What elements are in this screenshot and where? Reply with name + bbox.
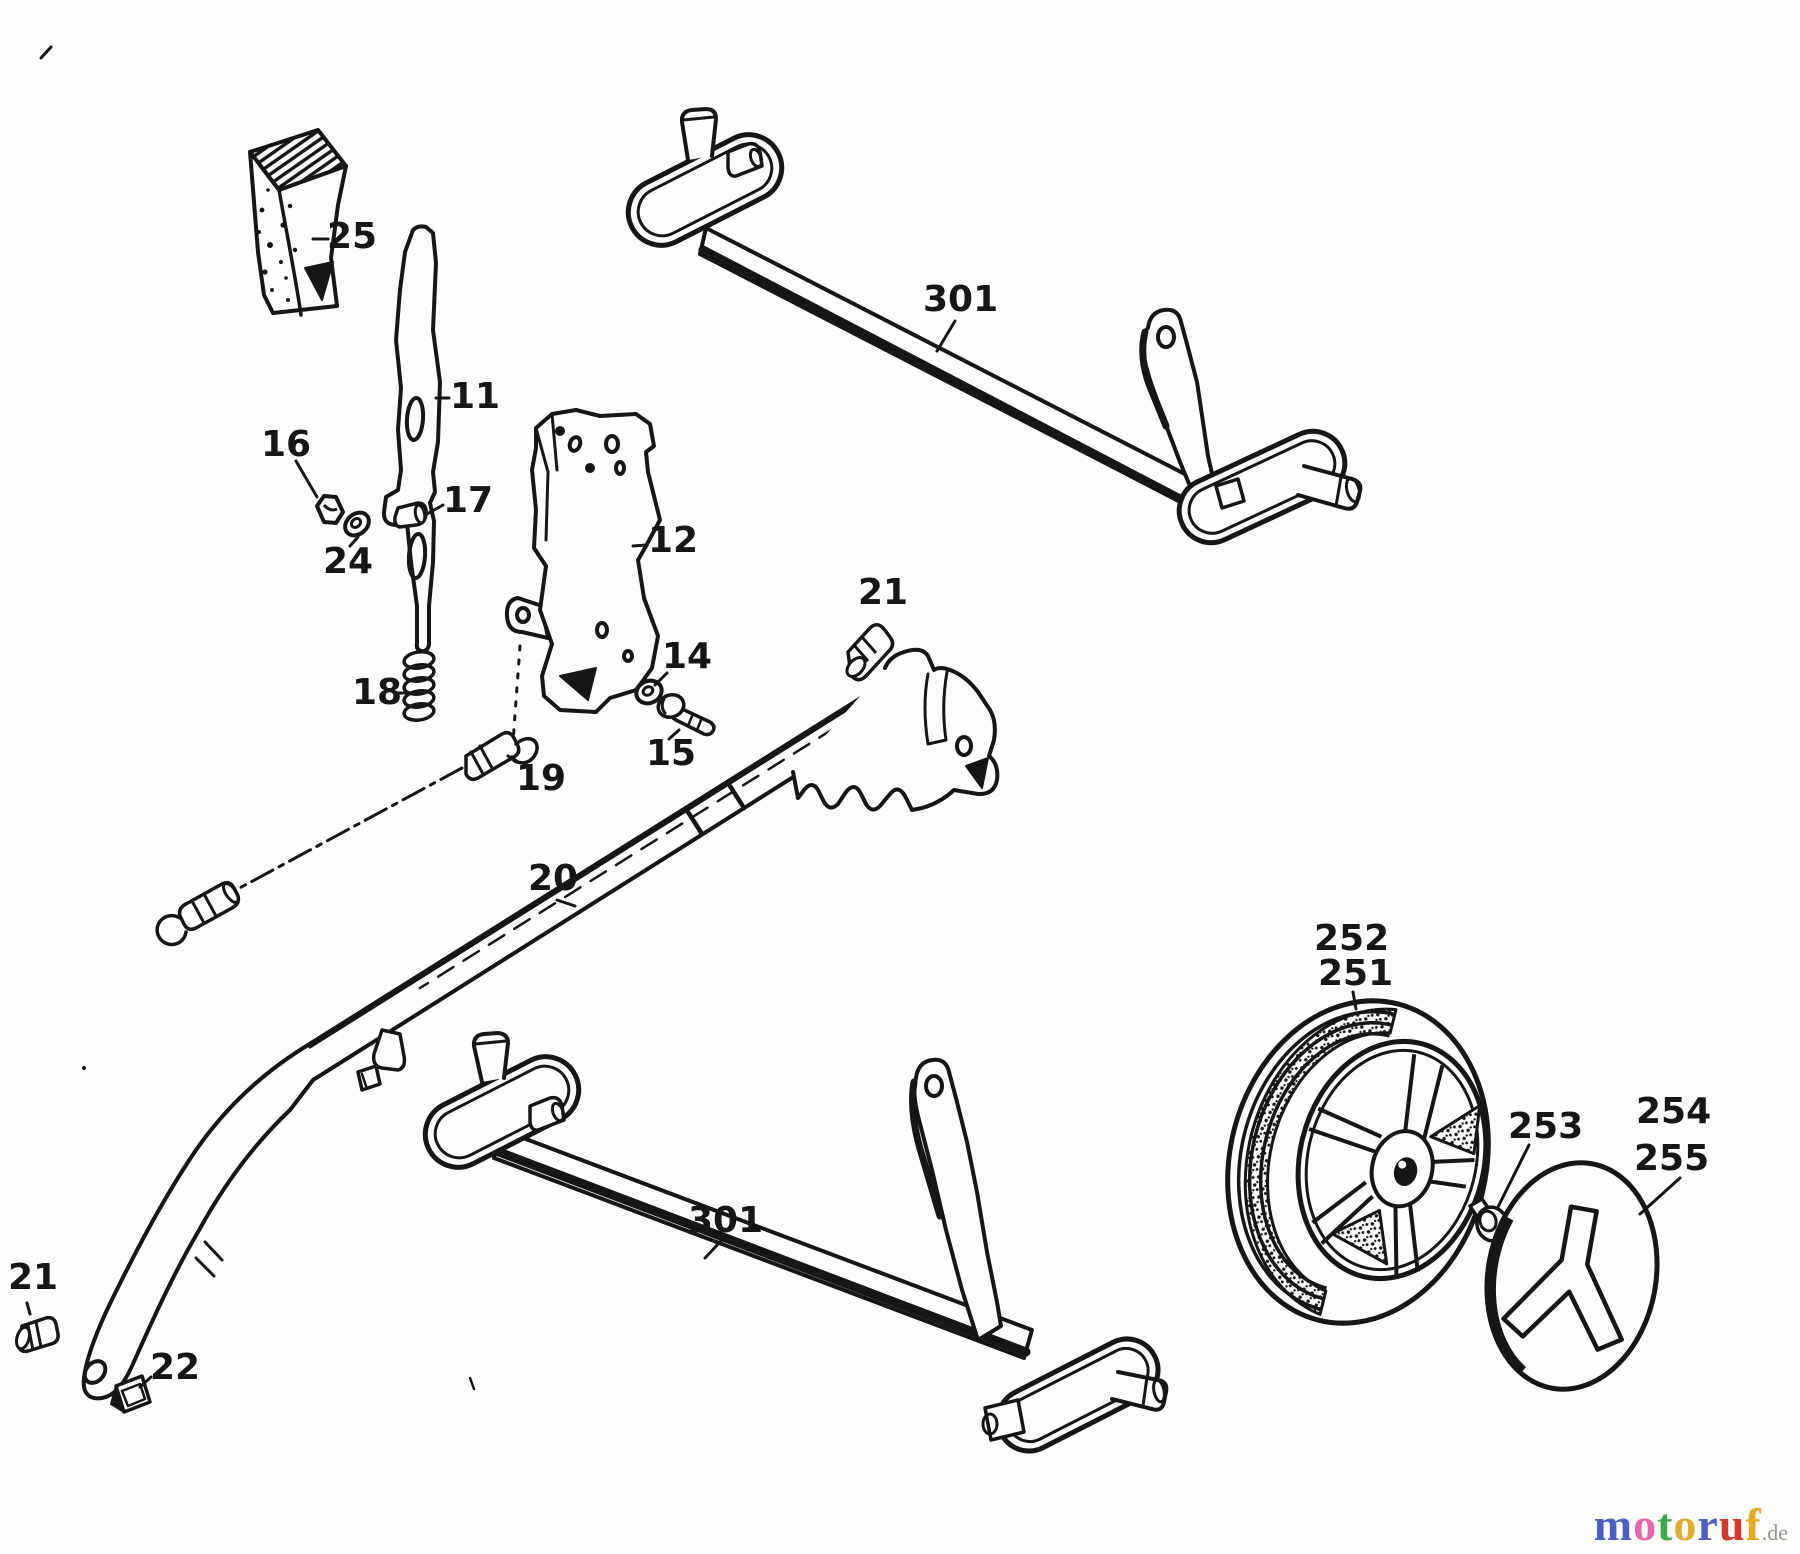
part-label-251: 251 bbox=[1318, 953, 1393, 994]
logo-letter-o2: o bbox=[1673, 1499, 1698, 1550]
logo-letter-t: t bbox=[1657, 1499, 1674, 1550]
logo-letter-m: m bbox=[1593, 1499, 1634, 1550]
part-label-15: 15 bbox=[646, 733, 696, 774]
part-label-19: 19 bbox=[516, 758, 566, 799]
logo-letter-u: u bbox=[1718, 1499, 1746, 1550]
logo-letter-f: f bbox=[1745, 1499, 1762, 1550]
part-label-18: 18 bbox=[352, 672, 402, 713]
part-301-axle-bottom bbox=[422, 1031, 1169, 1454]
logo-suffix: .de bbox=[1761, 1520, 1788, 1545]
part-21-pin-top bbox=[845, 623, 895, 682]
part-label-22: 22 bbox=[150, 1347, 200, 1388]
part-label-301-bottom: 301 bbox=[688, 1200, 763, 1241]
part-label-24: 24 bbox=[323, 541, 373, 582]
part-25-grip-block bbox=[248, 128, 348, 317]
part-label-16: 16 bbox=[261, 424, 311, 465]
part-label-21-bottom: 21 bbox=[8, 1257, 58, 1298]
part-18-spring bbox=[402, 650, 436, 722]
part-24-washer bbox=[343, 510, 371, 538]
part-20-handle-bar bbox=[81, 647, 1000, 1401]
part-label-21-top: 21 bbox=[858, 572, 908, 613]
part-251-252-wheel bbox=[1225, 998, 1491, 1326]
part-301-axle-top bbox=[625, 107, 1363, 546]
part-label-255: 255 bbox=[1634, 1138, 1709, 1179]
part-label-301-top: 301 bbox=[923, 279, 998, 320]
logo-letter-o1: o bbox=[1633, 1499, 1658, 1550]
part-16-nut bbox=[315, 494, 345, 525]
part-label-17: 17 bbox=[443, 480, 493, 521]
part-label-14: 14 bbox=[662, 636, 712, 677]
part-21-pin-bottom bbox=[14, 1315, 60, 1354]
part-label-11: 11 bbox=[450, 376, 500, 417]
part-label-25: 25 bbox=[327, 216, 377, 257]
part-label-254: 254 bbox=[1636, 1091, 1711, 1132]
part-14-washer bbox=[634, 678, 664, 706]
motoruf-watermark: motoruf.de bbox=[1594, 1502, 1788, 1548]
part-17-pin bbox=[393, 501, 428, 529]
part-labels: 25 11 16 17 24 12 18 14 15 19 20 21 301 … bbox=[8, 216, 1711, 1388]
logo-letter-r: r bbox=[1697, 1499, 1719, 1550]
part-label-252: 252 bbox=[1314, 918, 1389, 959]
part-label-253: 253 bbox=[1508, 1106, 1583, 1147]
scan-specks bbox=[39, 45, 476, 1391]
part-254-255-hub-cap bbox=[1484, 1160, 1660, 1392]
label-leader-lines bbox=[25, 237, 1682, 1389]
part-label-12: 12 bbox=[648, 520, 698, 561]
part-15-bolt bbox=[656, 692, 716, 737]
part-label-20: 20 bbox=[528, 858, 578, 899]
part-19-tension-spring bbox=[155, 730, 539, 947]
part-12-bracket bbox=[504, 408, 662, 758]
